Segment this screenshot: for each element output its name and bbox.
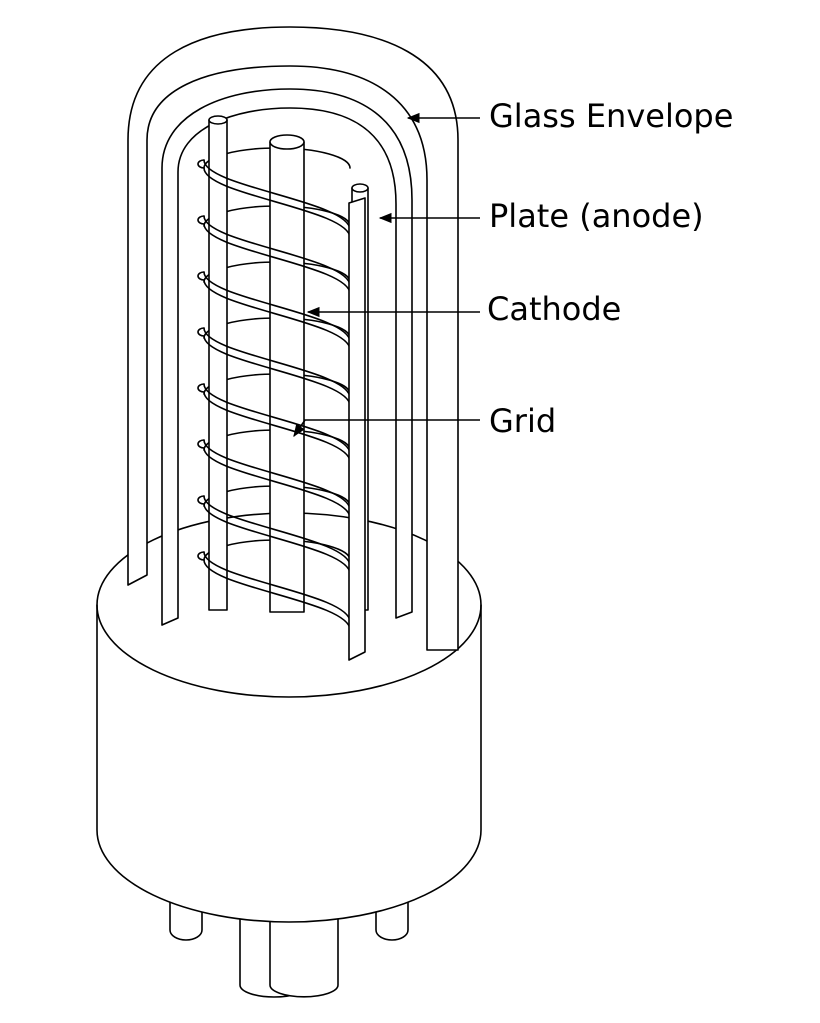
glass-envelope <box>127 26 459 651</box>
label-plate: Plate (anode) <box>489 197 704 235</box>
label-grid: Grid <box>489 402 556 440</box>
label-glass-envelope: Glass Envelope <box>489 97 733 135</box>
tube-base <box>96 512 482 923</box>
callout-pointers <box>293 112 480 438</box>
plate-back <box>161 88 413 626</box>
pointer-grid <box>293 419 480 438</box>
grid-helix <box>197 159 351 631</box>
tube-pins <box>169 894 409 998</box>
label-cathode: Cathode <box>487 290 621 328</box>
plate-front <box>348 197 366 661</box>
